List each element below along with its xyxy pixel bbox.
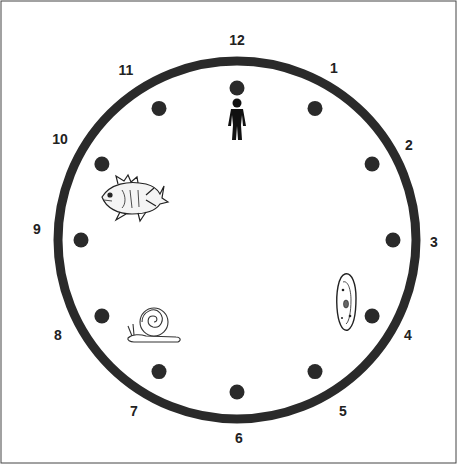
hour-dot [152, 364, 167, 379]
hour-number: 7 [130, 404, 138, 418]
clock-ring [58, 61, 416, 419]
hour-number: 9 [33, 222, 41, 236]
hour-number: 5 [339, 404, 347, 418]
hour-dot [152, 101, 167, 116]
hour-number: 3 [430, 235, 438, 249]
hour-dot [94, 309, 109, 324]
hour-number: 10 [52, 132, 68, 146]
fish-figure [102, 175, 168, 221]
hour-dots [74, 81, 401, 400]
hour-dot [230, 385, 245, 400]
paramecium-figure [337, 274, 356, 330]
hour-dot [386, 233, 401, 248]
hour-number: 4 [404, 328, 412, 342]
hour-dot [230, 81, 245, 96]
hour-number: 8 [54, 328, 62, 342]
hour-number: 2 [405, 138, 413, 152]
hour-number: 1 [330, 61, 338, 75]
hour-dot [308, 101, 323, 116]
hour-dot [365, 157, 380, 172]
hour-dot [74, 233, 89, 248]
hour-dot [94, 157, 109, 172]
hour-number: 11 [119, 63, 134, 77]
human-figure [228, 99, 246, 141]
hour-dot [365, 309, 380, 324]
snail-figure [128, 308, 180, 342]
hour-number: 12 [229, 33, 245, 47]
hour-number: 6 [235, 431, 243, 445]
hour-dot [308, 364, 323, 379]
